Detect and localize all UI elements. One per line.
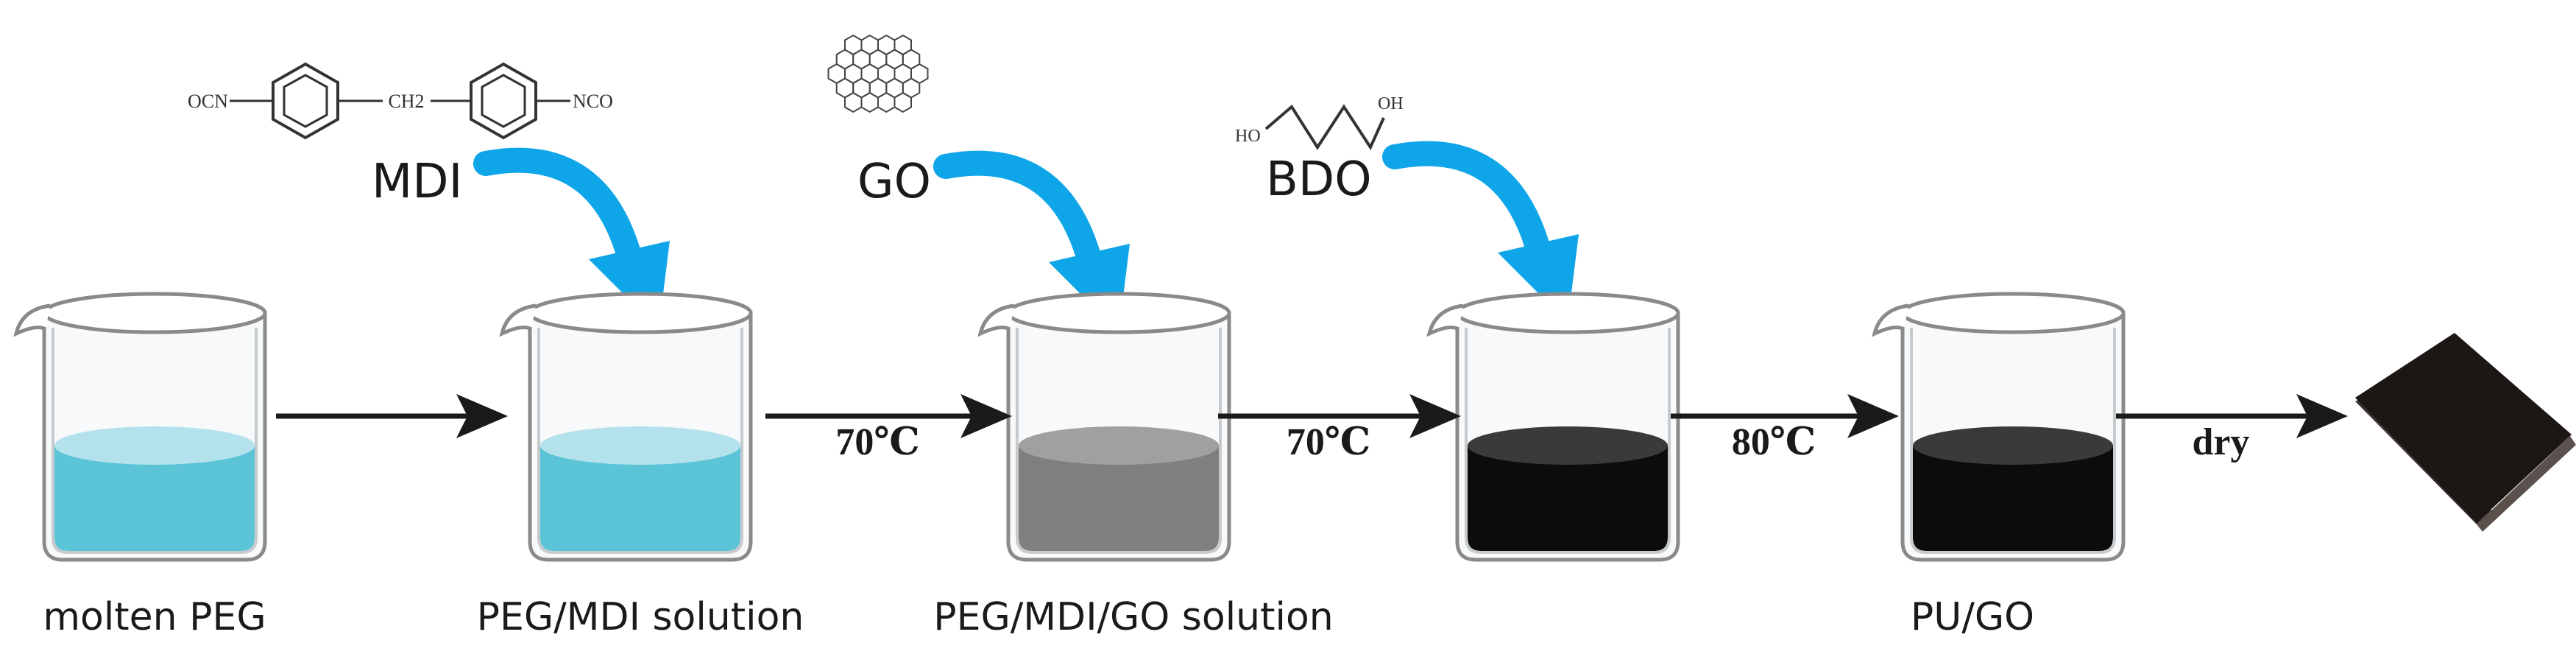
pu-go-film bbox=[2355, 333, 2576, 532]
bdo-right-group: OH bbox=[1378, 94, 1404, 113]
process-arrow-5-condition: dry bbox=[2193, 421, 2250, 463]
mdi-left-group: OCN bbox=[188, 91, 228, 112]
process-arrow-4: 80℃ bbox=[1671, 394, 1899, 463]
beaker-3: PEG/MDI/GO solution bbox=[933, 292, 1334, 639]
beaker-4 bbox=[1426, 292, 1680, 562]
beaker-5: PU/GO bbox=[1872, 292, 2126, 639]
beakers: molten PEG PEG/MDI solution PEG/MDI/GO sol… bbox=[13, 292, 2126, 639]
beaker-1-label: molten PEG bbox=[43, 595, 266, 639]
mdi-label: MDI bbox=[372, 155, 462, 209]
beaker-5-label: PU/GO bbox=[1911, 595, 2034, 639]
process-arrow-1 bbox=[276, 394, 508, 438]
process-arrow-3-condition: 70℃ bbox=[1287, 421, 1370, 463]
go-structure bbox=[827, 34, 929, 113]
process-arrow-5: dry bbox=[2116, 394, 2348, 463]
process-arrow-2-condition: 70℃ bbox=[835, 421, 919, 463]
beaker-5-liquid bbox=[1913, 446, 2113, 551]
beaker-2-label: PEG/MDI solution bbox=[477, 595, 804, 639]
process-arrows: 70℃ 70℃ 80℃ dry bbox=[276, 394, 2348, 463]
beaker-3-liquid bbox=[1019, 446, 1219, 551]
process-arrow-2: 70℃ bbox=[765, 394, 1012, 463]
beaker-4-liquid bbox=[1468, 446, 1668, 551]
bdo-structure: HO OH bbox=[1235, 94, 1404, 151]
bdo-label: BDO bbox=[1266, 152, 1372, 207]
beaker-3-label: PEG/MDI/GO solution bbox=[933, 595, 1333, 639]
beaker-2-liquid bbox=[540, 446, 740, 551]
beaker-1-liquid bbox=[54, 446, 255, 551]
mdi-bridge-group: CH2 bbox=[388, 91, 424, 112]
beaker-1: molten PEG bbox=[13, 292, 267, 639]
mdi-right-group: NCO bbox=[573, 91, 613, 112]
process-arrow-3: 70℃ bbox=[1218, 394, 1461, 463]
mdi-structure: OCN CH2 NCO bbox=[188, 62, 613, 140]
beaker-2: PEG/MDI solution bbox=[477, 292, 804, 639]
bdo-left-group: HO bbox=[1235, 127, 1261, 146]
go-label: GO bbox=[857, 155, 931, 209]
process-arrow-4-condition: 80℃ bbox=[1732, 421, 1816, 463]
